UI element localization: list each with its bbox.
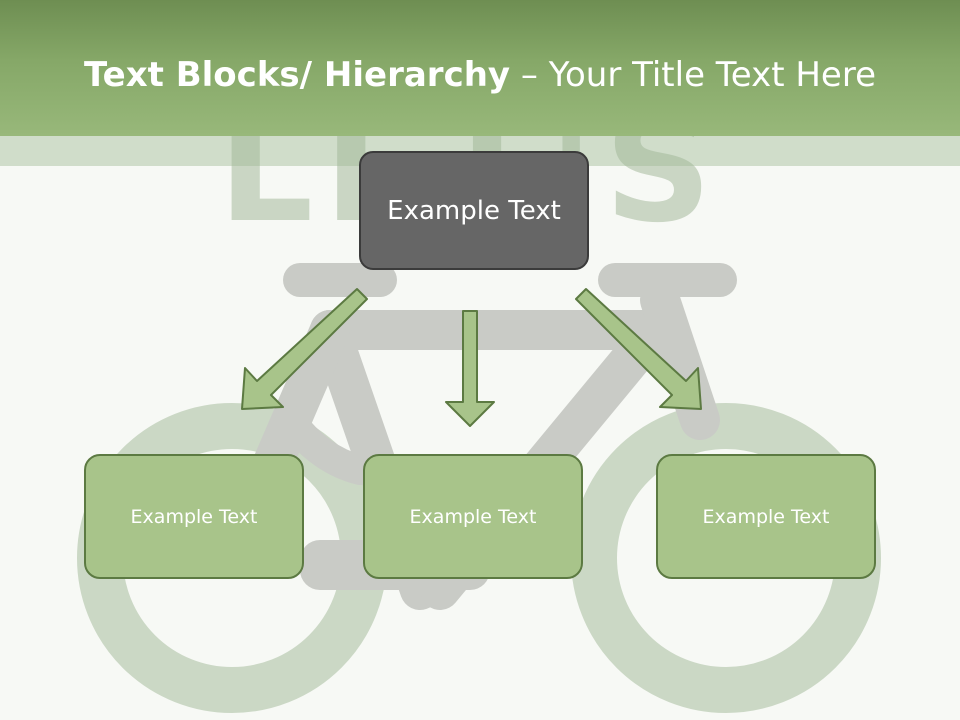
child-text-block-right[interactable]: Example Text <box>656 454 876 579</box>
slide-title: Text Blocks/ Hierarchy – Your Title Text… <box>0 52 960 98</box>
back-fender <box>275 405 375 485</box>
arrow-down-left <box>241 288 368 410</box>
arrow-down-right <box>575 288 702 410</box>
parent-text-label: Example Text <box>387 195 561 226</box>
title-bold: Text Blocks/ Hierarchy <box>83 55 511 95</box>
child-text-label-left: Example Text <box>130 505 258 528</box>
child-text-label-right: Example Text <box>702 505 830 528</box>
child-text-block-center[interactable]: Example Text <box>363 454 583 579</box>
child-text-block-left[interactable]: Example Text <box>84 454 304 579</box>
parent-text-block[interactable]: Example Text <box>359 151 589 270</box>
arrow-down-center <box>445 310 495 427</box>
title-rest: Your Title Text Here <box>548 55 877 95</box>
child-text-label-center: Example Text <box>409 505 537 528</box>
title-band <box>0 0 960 136</box>
title-dash: – <box>510 55 549 95</box>
